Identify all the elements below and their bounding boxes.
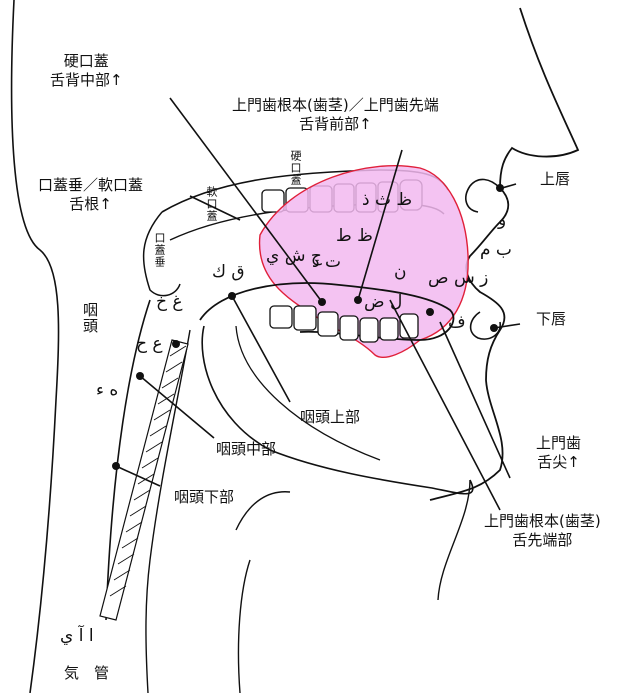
arabic-pharynx-upper: ع ح — [136, 334, 163, 354]
arabic-velar: ق ك — [212, 262, 245, 282]
chin-line — [438, 480, 470, 600]
arabic-lips-bm: ب م — [480, 240, 512, 260]
label-upper-pharynx: 咽頭上部 — [300, 408, 360, 427]
arabic-tongue-back: ج ش ي — [266, 246, 322, 266]
arabic-uvular: غ خ — [156, 292, 183, 312]
upper-incisors-tongue: 舌尖↑ — [536, 453, 581, 472]
arabic-lower-teeth: ل ض — [364, 292, 402, 312]
label-alveolar-bottom: 上門歯根本(歯茎) 舌先端部 — [484, 512, 601, 550]
arabic-tongue-tip-group: ظ ط — [336, 226, 373, 246]
label-upper-incisors: 上門歯 舌尖↑ — [536, 434, 581, 472]
alveolar-bottom-tongue: 舌先端部 — [484, 531, 601, 550]
alveolar-top-tongue: 舌背前部↑ — [232, 115, 439, 134]
arabic-upper-teeth: ظ ث ذ — [362, 190, 412, 210]
label-pharynx: 咽頭 — [82, 302, 97, 334]
label-soft-palate: 口蓋垂／軟口蓋 舌根↑ — [38, 176, 143, 214]
arabic-tongue-mid: ن — [394, 262, 406, 282]
soft-palate-tongue: 舌根↑ — [38, 195, 143, 214]
arabic-lips-f: ف — [448, 312, 466, 332]
label-alveolar-top: 上門歯根本(歯茎)／上門歯先端 舌背前部↑ — [232, 96, 439, 134]
label-trachea: 気 管 — [64, 664, 109, 683]
upper-lip-curve — [466, 179, 500, 212]
hard-palate-tongue: 舌背中部↑ — [50, 71, 123, 90]
arabic-tongue-blade: ز س ص — [428, 268, 488, 288]
label-lower-lip: 下唇 — [536, 310, 566, 329]
soft-palate-title: 口蓋垂／軟口蓋 — [38, 176, 143, 195]
alveolar-bottom-title: 上門歯根本(歯茎) — [484, 512, 601, 531]
label-uvula: 口蓋垂 — [152, 232, 167, 268]
arabic-pharynx-lower: ه ء — [96, 380, 118, 400]
upper-incisors-title: 上門歯 — [536, 434, 581, 453]
larynx-wall — [236, 492, 290, 530]
arabic-lips-w: و — [498, 210, 506, 230]
label-lower-pharynx: 咽頭下部 — [174, 488, 234, 507]
hard-palate-title: 硬口蓋 — [50, 52, 123, 71]
throat-line — [238, 560, 250, 693]
arabic-larynx: ا آ ي — [60, 626, 94, 646]
alveolar-top-title: 上門歯根本(歯茎)／上門歯先端 — [232, 96, 439, 115]
label-upper-lip: 上唇 — [540, 170, 570, 189]
arc-label-hard-palate: 硬口蓋 — [288, 150, 303, 186]
label-hard-palate: 硬口蓋 舌背中部↑ — [50, 52, 123, 90]
arc-label-soft-palate: 軟口蓋 — [204, 186, 219, 222]
neck-outline — [12, 0, 59, 693]
label-middle-pharynx: 咽頭中部 — [216, 440, 276, 459]
